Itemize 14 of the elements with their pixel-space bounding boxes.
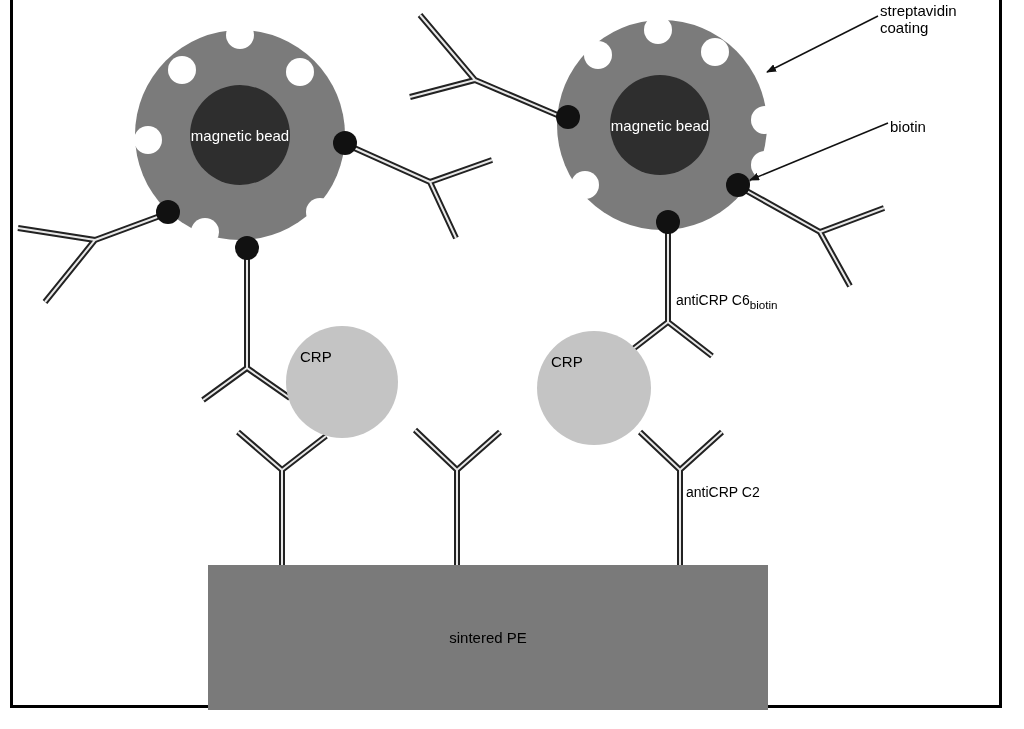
coating-ring — [135, 30, 345, 240]
antibody-label: antiCRP C2 — [686, 484, 760, 501]
coating-ring — [557, 20, 767, 230]
substrate-label: sintered PE — [449, 629, 527, 646]
substrate-block — [208, 565, 768, 710]
antibody-label: antiCRP C6$_{biotin}$ — [676, 292, 778, 313]
bead-label: magnetic bead — [610, 116, 710, 134]
leader-line — [766, 15, 879, 73]
callout-label: streptavidin coating — [880, 2, 958, 36]
protein-label: CRP — [300, 348, 332, 365]
callout-label: biotin — [890, 118, 926, 135]
bead-label: magnetic bead — [190, 126, 290, 144]
protein-label: CRP — [551, 353, 583, 370]
leader-line — [749, 122, 889, 181]
